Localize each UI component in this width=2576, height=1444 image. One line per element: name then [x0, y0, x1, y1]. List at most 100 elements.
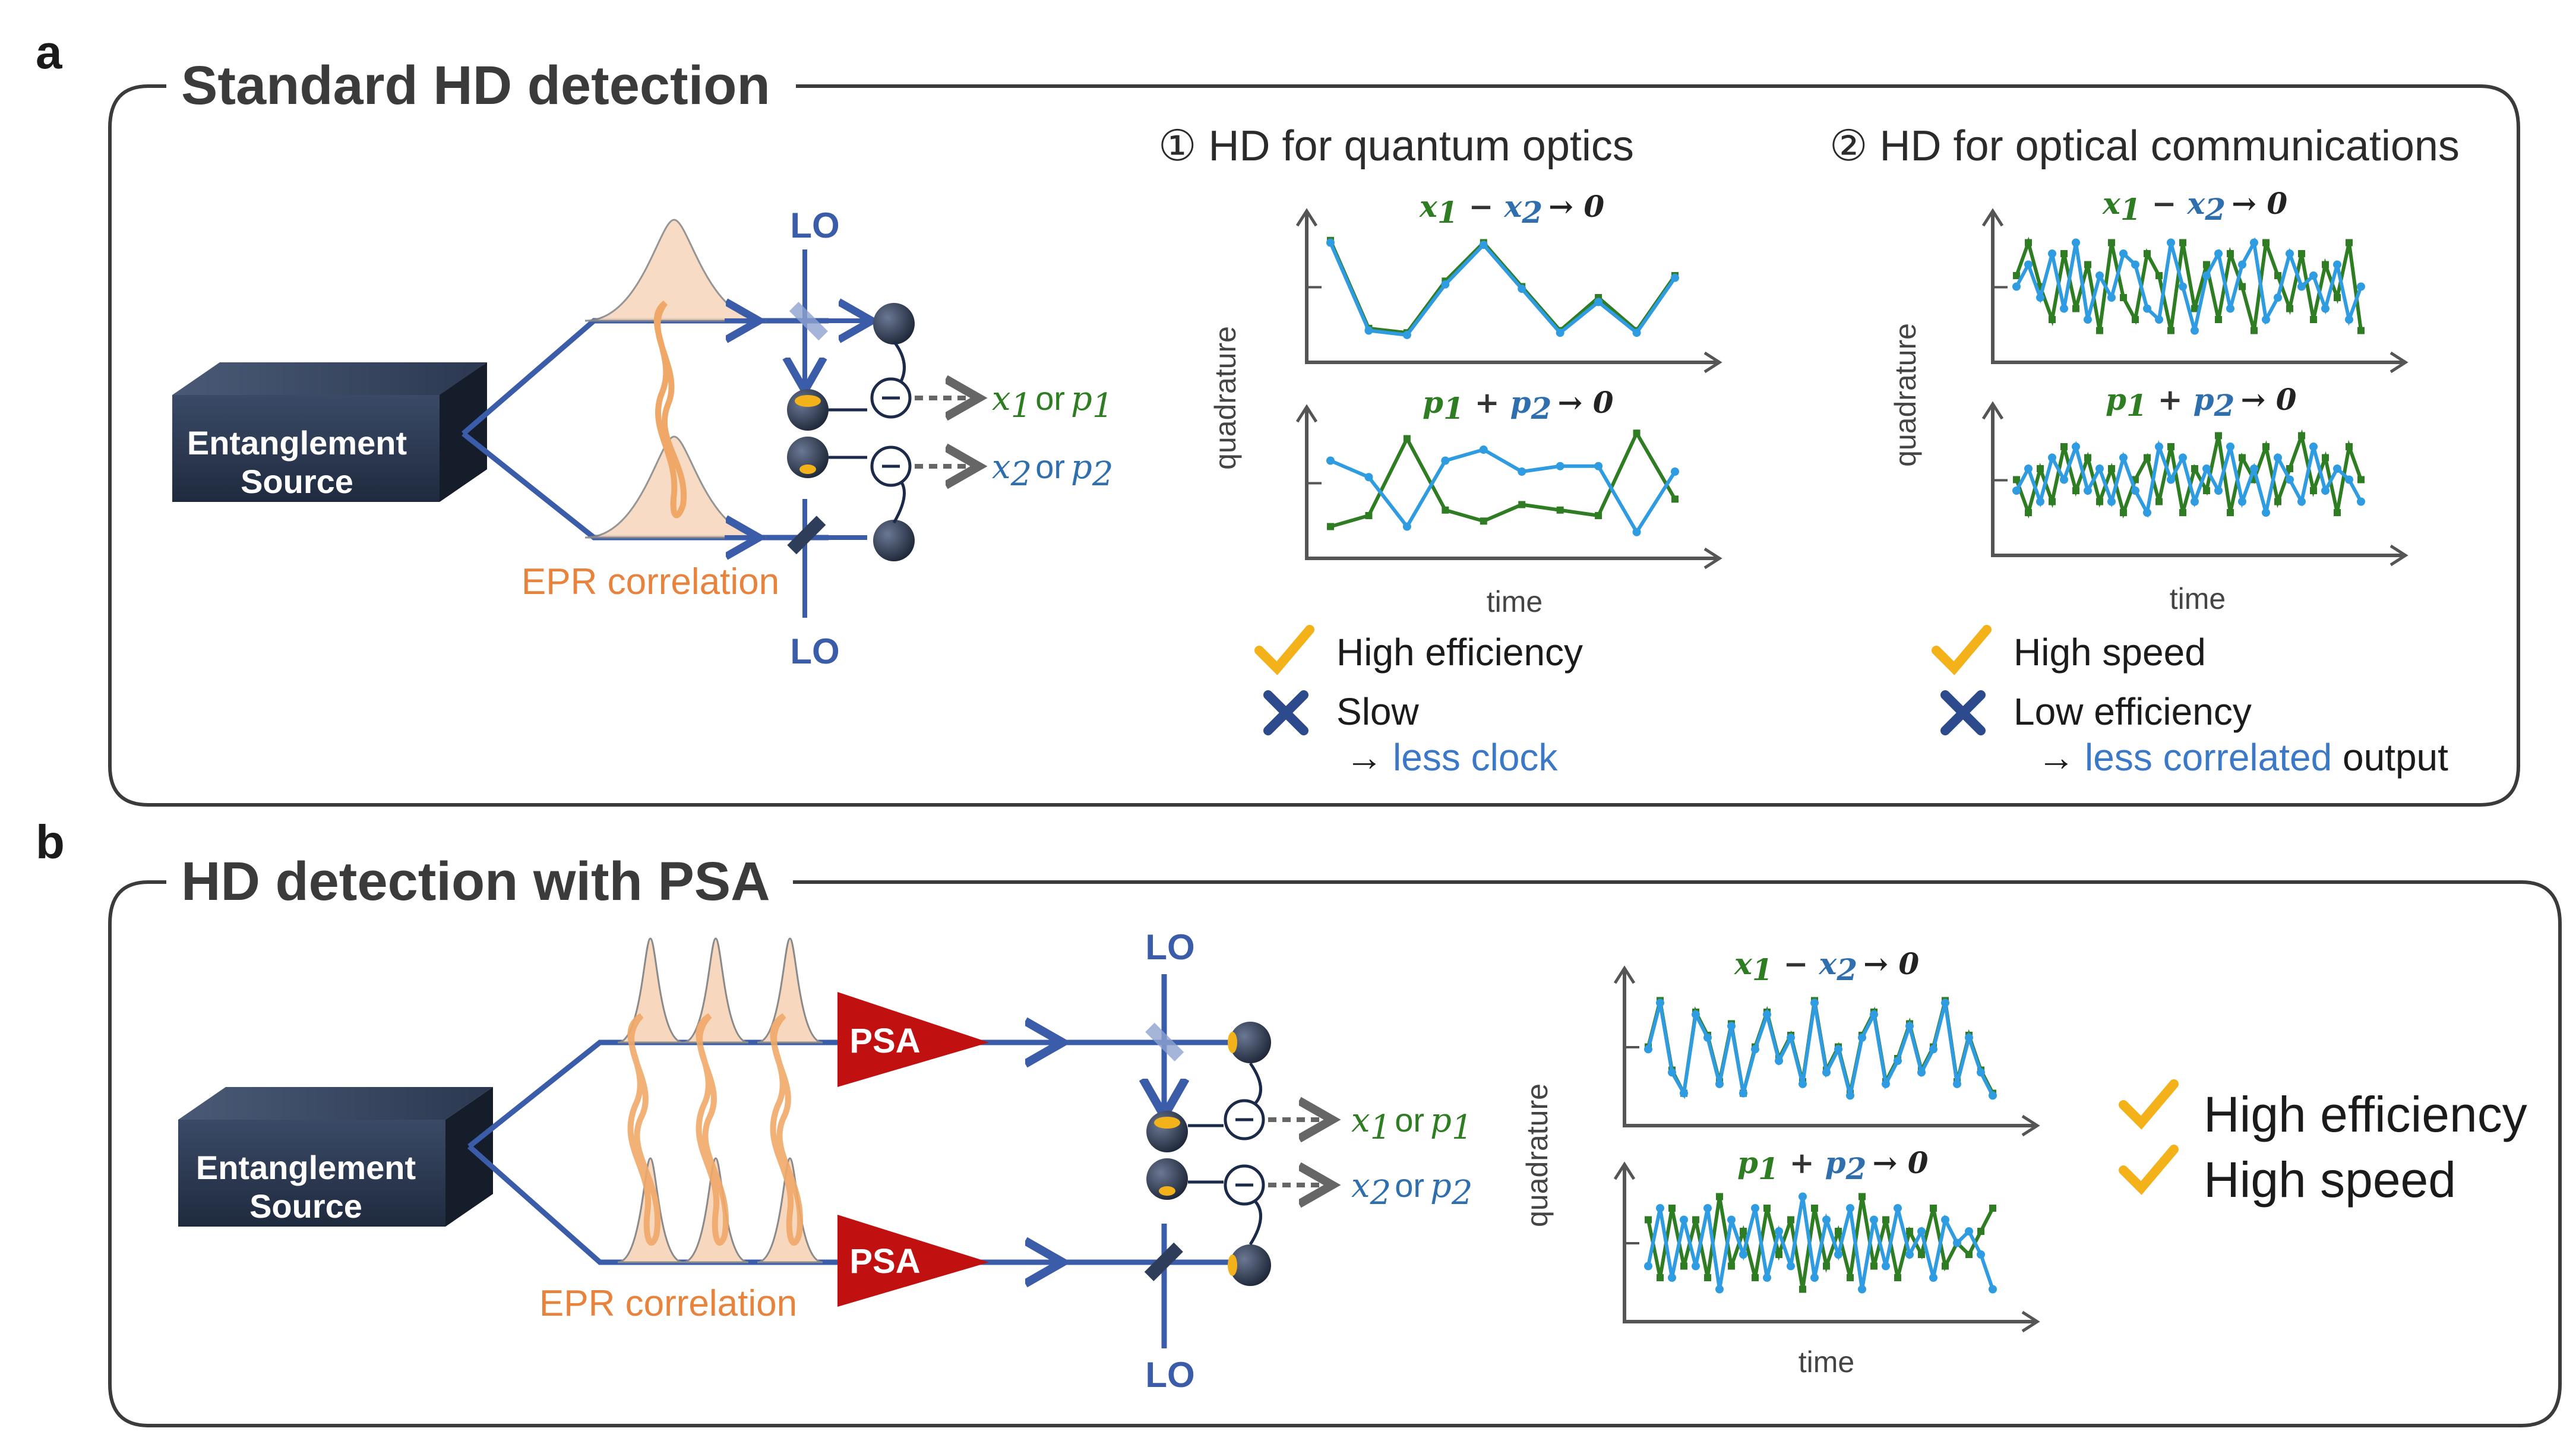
data-point: [2167, 327, 2174, 334]
data-point: [1633, 429, 1641, 437]
data-point: [2012, 486, 2021, 495]
entanglement-source-a: Entanglement Source: [172, 362, 487, 502]
data-point: [1894, 1204, 1902, 1212]
data-point: [2251, 327, 2258, 334]
data-point: [2049, 316, 2056, 323]
data-point: [2321, 486, 2330, 495]
data-point: [1810, 999, 1819, 1007]
data-point: [2155, 272, 2163, 279]
data-point: [1763, 1205, 1771, 1212]
data-point: [2095, 271, 2104, 280]
data-point: [2179, 509, 2186, 516]
data-point: [1556, 506, 1564, 514]
data-point: [1918, 1251, 1925, 1258]
data-point: [1811, 1205, 1818, 1212]
data-point: [1870, 1010, 1878, 1019]
panel-a: a Standard HD detection Entanglement Sou…: [36, 26, 2520, 807]
data-point: [1402, 522, 1411, 531]
panel-b-frame: [108, 880, 2562, 1427]
data-point: [1479, 241, 1488, 249]
data-point: [1671, 273, 1679, 282]
data-point: [1692, 1262, 1700, 1271]
section2-ylabel: quadrature: [1889, 323, 1922, 467]
data-point: [2013, 272, 2020, 279]
section1-pro: High efficiency: [1336, 631, 1583, 674]
data-point: [2250, 238, 2258, 247]
chart-a1-bottom: [1295, 404, 1722, 570]
data-point: [2357, 282, 2365, 291]
data-point: [1847, 1274, 1854, 1281]
benefit-1: High efficiency: [2204, 1086, 2527, 1142]
data-point: [2310, 316, 2317, 323]
data-point: [1787, 1033, 1795, 1042]
data-point: [1965, 1251, 1973, 1258]
data-point: [2226, 443, 2234, 451]
data-point: [1882, 1262, 1890, 1271]
chart-b-bottom: [1613, 1161, 2040, 1333]
data-point: [1403, 435, 1411, 443]
psa-amplifier-bottom: PSA: [837, 1215, 989, 1307]
data-point: [1739, 1250, 1747, 1259]
data-point: [1823, 1262, 1830, 1270]
check-icon: [2119, 1145, 2179, 1195]
check-icon: [1932, 625, 1992, 675]
data-point: [2345, 475, 2353, 484]
data-point: [2191, 305, 2198, 312]
panel-b-title: HD detection with PSA: [181, 851, 770, 912]
data-point: [2048, 453, 2056, 462]
beam-splitters-a: [787, 302, 828, 555]
axis-arrow: [1295, 404, 1318, 423]
data-point: [1965, 1227, 1973, 1236]
panel-b-letter: b: [36, 816, 65, 868]
panel-b-xlabel: time: [1799, 1345, 1854, 1379]
data-point: [1858, 1033, 1866, 1042]
data-point: [2309, 271, 2318, 280]
data-point: [1365, 512, 1373, 519]
beam-splitters-b: [1144, 1022, 1184, 1281]
data-point: [1632, 527, 1641, 536]
data-point: [2012, 282, 2021, 291]
series-line: [2015, 429, 2363, 519]
data-point: [1775, 1227, 1783, 1236]
data-point: [2346, 443, 2353, 450]
data-point: [2167, 475, 2175, 484]
data-point: [1704, 1274, 1711, 1281]
data-point: [2262, 239, 2270, 247]
data-point: [2155, 315, 2163, 324]
data-point: [2167, 238, 2175, 247]
data-point: [1846, 1204, 1854, 1212]
data-point: [1858, 1285, 1866, 1294]
data-point: [2096, 327, 2103, 334]
eq-a1-top: x1−x2→ 0: [1419, 189, 1604, 230]
section2-title: ② HD for optical communications: [1829, 122, 2460, 170]
data-point: [1822, 1215, 1831, 1224]
data-point: [1989, 1285, 1997, 1294]
axis-arrow: [2021, 1310, 2040, 1333]
section2-con-note: →less correlated output: [2037, 736, 2448, 779]
data-point: [1894, 1274, 1901, 1281]
data-point: [1905, 1250, 1914, 1259]
data-point: [2262, 508, 2270, 517]
data-point: [2238, 260, 2246, 269]
data-point: [2143, 304, 2151, 313]
data-point: [2191, 465, 2198, 472]
data-point: [1752, 1274, 1759, 1281]
data-point: [1835, 1228, 1842, 1235]
data-point: [2191, 497, 2199, 506]
data-point: [1763, 1274, 1771, 1282]
data-point: [1715, 1285, 1724, 1294]
data-point: [2072, 238, 2080, 247]
data-point: [2144, 454, 2151, 462]
series-line: [1330, 429, 1677, 529]
data-point: [1556, 462, 1564, 470]
source-label-a-line1: Entanglement: [187, 424, 407, 462]
data-point: [1787, 1216, 1794, 1224]
series-line: [2015, 440, 2363, 518]
lo-bottom-b: LO: [1145, 1355, 1194, 1395]
data-point: [1326, 238, 1335, 247]
data-point: [2048, 249, 2056, 258]
data-point: [1442, 506, 1449, 514]
source-label-b-line1: Entanglement: [196, 1149, 416, 1186]
